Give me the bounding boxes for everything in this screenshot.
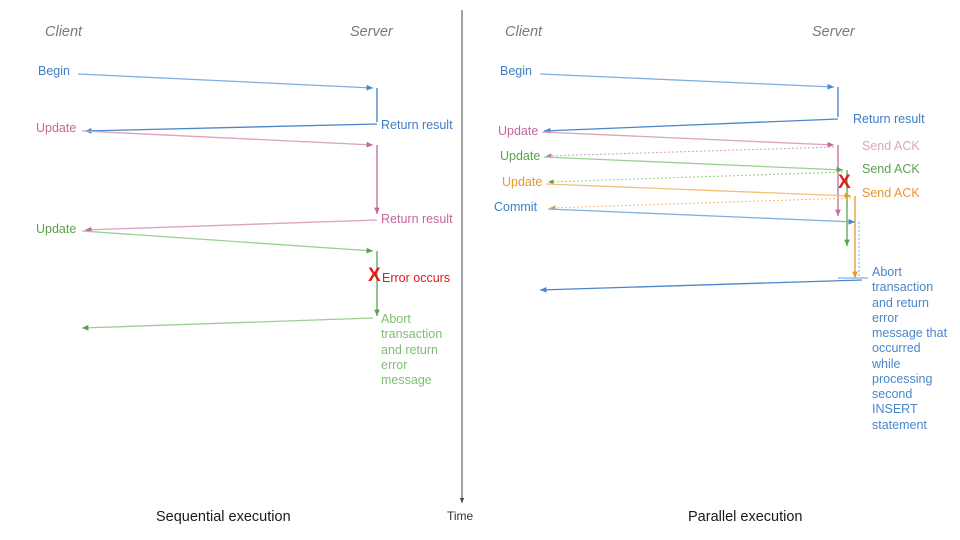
caption-parallel: Parallel execution: [688, 509, 803, 525]
message-label-commit-parallel: Commit: [494, 200, 538, 214]
message-label-send-ack-3-parallel: Send ACK: [862, 186, 920, 200]
arrow-abort-return: [539, 277, 868, 293]
message-label-begin-sequential: Begin: [38, 64, 70, 78]
arrow-begin-request: [539, 73, 839, 117]
sequential-panel-arrows: [77, 73, 380, 331]
message-label-send-ack-1-parallel: Send ACK: [862, 139, 920, 153]
message-label-return-result-parallel: Return result: [853, 112, 925, 126]
message-label-return-result-2-sequential: Return result: [381, 212, 453, 226]
arrow-update-2-request: [543, 156, 850, 246]
actor-server-label-sequential: Server: [350, 24, 393, 40]
message-label-update-1-sequential: Update: [36, 121, 77, 135]
parallel-panel-arrows: [539, 73, 868, 293]
arrow-update-3-request: [545, 183, 858, 278]
caption-sequential: Sequential execution: [156, 509, 291, 525]
actor-client-label-parallel: Client: [505, 24, 543, 40]
message-label-abort-parallel: Abort transaction and return error messa…: [872, 265, 948, 432]
arrow-send-ack-3: [549, 197, 852, 211]
arrow-update-1-request: [541, 131, 841, 216]
message-label-update-2-parallel: Update: [500, 149, 541, 163]
error-x-icon-sequential: X: [368, 265, 381, 286]
actor-client-label-sequential: Client: [45, 24, 83, 40]
arrow-send-ack-2: [547, 171, 844, 185]
message-label-error-occurs-sequential: Error occurs: [382, 271, 451, 285]
message-label-begin-parallel: Begin: [500, 64, 532, 78]
arrow-send-ack-1: [545, 146, 835, 159]
message-label-abort-sequential: Abort transaction and return error messa…: [381, 312, 443, 387]
message-label-return-result-1-sequential: Return result: [381, 118, 453, 132]
arrow-abort-return: [81, 317, 374, 331]
actor-server-label-parallel: Server: [812, 24, 855, 40]
message-label-update-2-sequential: Update: [36, 222, 77, 236]
arrow-commit-request: [547, 208, 860, 278]
arrow-update-1-request: [81, 130, 380, 214]
arrow-return-result-1: [84, 123, 378, 134]
arrow-return-result: [543, 118, 839, 134]
arrow-begin-request: [77, 73, 378, 122]
message-label-send-ack-2-parallel: Send ACK: [862, 162, 920, 176]
message-label-update-3-parallel: Update: [502, 175, 543, 189]
time-axis-label: Time: [447, 509, 474, 523]
arrow-update-2-request: [81, 230, 380, 316]
message-label-update-1-parallel: Update: [498, 124, 539, 138]
arrow-return-result-2: [84, 219, 378, 233]
error-x-icon-parallel: X: [838, 172, 851, 193]
